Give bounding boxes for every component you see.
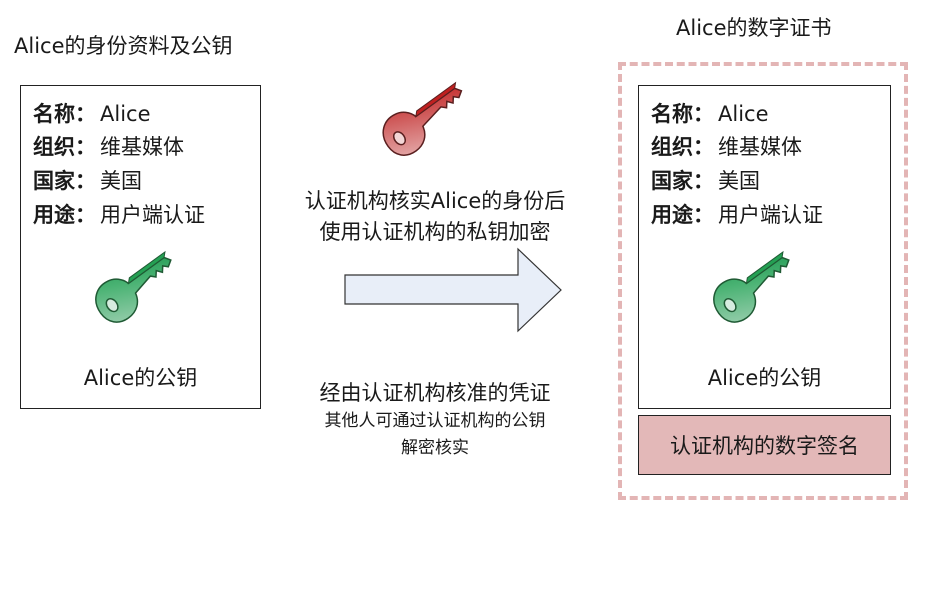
red-key-icon xyxy=(382,81,463,156)
cert-field-name: 名称：Alice xyxy=(651,102,769,126)
cert-green-key-icon xyxy=(713,250,790,323)
identity-card: 名称：Alice 组织：维基媒体 国家：美国 用途：用户端认证 Alice的公钥 xyxy=(20,85,261,409)
right-section-title: Alice的数字证书 xyxy=(676,16,832,40)
cert-field-country: 国家：美国 xyxy=(651,169,760,193)
verify-description: 经由认证机构核准的凭证 其他人可通过认证机构的公钥 解密核实 xyxy=(280,378,590,462)
field-usage: 用途：用户端认证 xyxy=(33,203,205,227)
public-key-caption: Alice的公钥 xyxy=(83,366,198,390)
certificate-card: 名称：Alice 组织：维基媒体 国家：美国 用途：用户端认证 Alice的公钥 xyxy=(638,85,891,409)
field-name: 名称：Alice xyxy=(33,102,151,126)
encrypt-description-line-1: 认证机构核实Alice的身份后 xyxy=(304,189,566,213)
encrypt-description: 认证机构核实Alice的身份后 使用认证机构的私钥加密 xyxy=(280,186,590,248)
cert-public-key-caption: Alice的公钥 xyxy=(707,366,822,390)
verify-description-line-3: 解密核实 xyxy=(401,438,469,458)
digital-signature: 认证机构的数字签名 xyxy=(638,415,891,475)
green-key-icon xyxy=(95,250,172,323)
verify-description-line-2: 其他人可通过认证机构的公钥 xyxy=(324,411,546,431)
cert-field-organization: 组织：维基媒体 xyxy=(651,135,802,159)
cert-field-usage: 用途：用户端认证 xyxy=(651,203,823,227)
field-country: 国家：美国 xyxy=(33,169,142,193)
field-organization: 组织：维基媒体 xyxy=(33,135,184,159)
verify-description-line-1: 经由认证机构核准的凭证 xyxy=(319,381,551,405)
left-section-title: Alice的身份资料及公钥 xyxy=(14,34,233,58)
right-arrow-icon xyxy=(344,247,562,333)
encrypt-description-line-2: 使用认证机构的私钥加密 xyxy=(319,220,551,244)
certificate-border xyxy=(618,62,908,500)
